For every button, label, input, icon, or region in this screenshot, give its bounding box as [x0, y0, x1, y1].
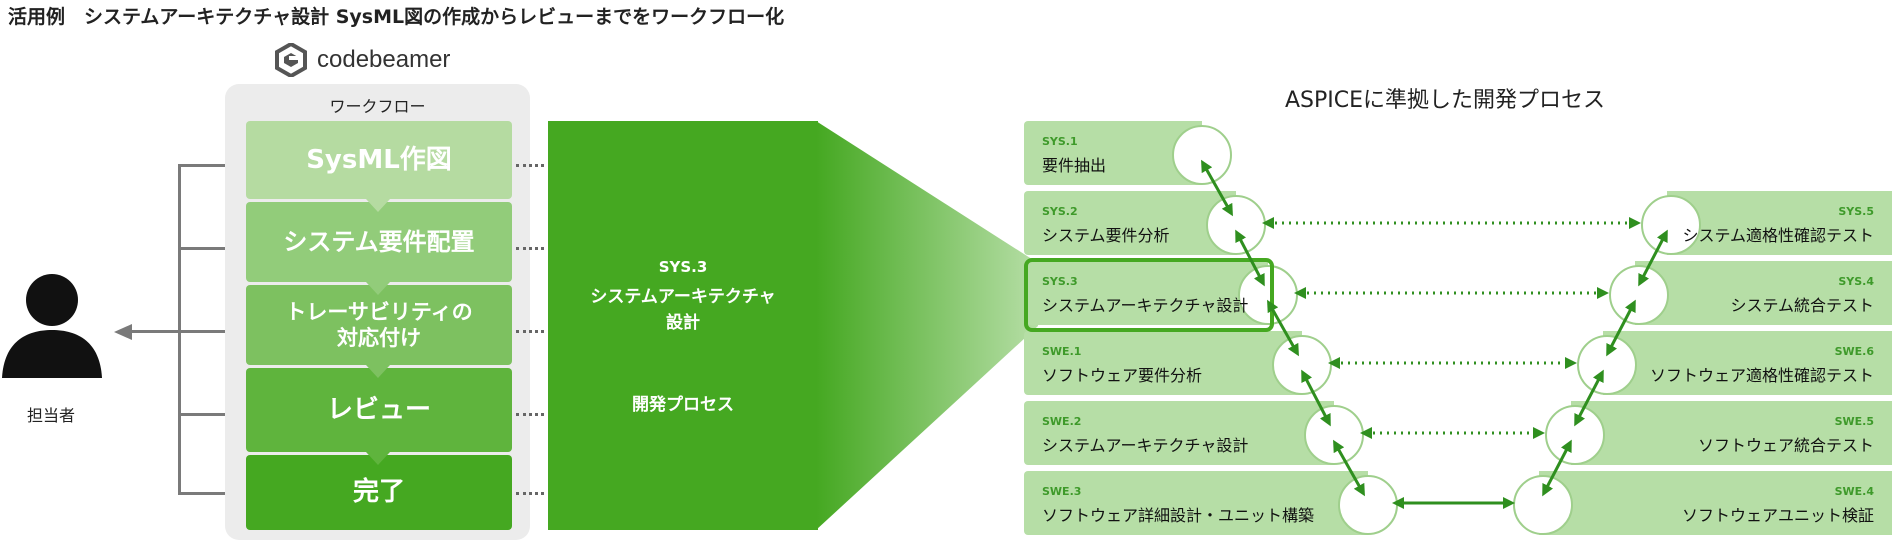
workflow-label: ワークフロー — [329, 97, 426, 116]
codebeamer-logo-icon — [275, 43, 307, 77]
process-row-right — [1667, 191, 1892, 255]
process-name: ソフトウェア要件分析 — [1042, 366, 1203, 385]
process-node — [1513, 475, 1573, 535]
bracket-tick-2 — [178, 247, 246, 250]
bracket-vertical — [178, 164, 181, 494]
aspice-title: ASPICEに準拠した開発プロセス — [1285, 88, 1606, 113]
process-row-right — [1539, 471, 1892, 535]
link-dots-2 — [516, 247, 544, 250]
process-code: SYS.4 — [1838, 275, 1874, 288]
process-name: システム適格性確認テスト — [1682, 226, 1874, 245]
step-arrow-2 — [366, 282, 390, 295]
step-arrow-4 — [366, 452, 390, 465]
workflow-step-sysml: SysML作図 — [246, 121, 512, 199]
codebeamer-logo: codebeamer — [275, 40, 535, 80]
process-row-right — [1635, 261, 1892, 325]
process-row-left — [1024, 261, 1268, 325]
process-node — [1545, 405, 1605, 465]
detail-category: 開発プロセス — [632, 395, 734, 415]
process-code: SYS.5 — [1838, 205, 1874, 218]
link-dots-1 — [516, 164, 544, 167]
process-name: システム要件分析 — [1042, 226, 1170, 245]
bracket-tick-1 — [178, 164, 246, 167]
step-label: レビュー — [326, 394, 431, 425]
step-arrow-1 — [366, 199, 390, 212]
process-name: システムアーキテクチャ設計 — [1042, 436, 1249, 455]
process-row-left — [1024, 401, 1334, 465]
process-code: SWE.5 — [1834, 415, 1874, 428]
process-row-right — [1603, 331, 1892, 395]
process-row-right — [1571, 401, 1892, 465]
process-code: SWE.1 — [1042, 345, 1082, 358]
process-row-left — [1024, 471, 1368, 535]
process-code: SYS.3 — [1042, 275, 1078, 288]
step-label: トレーサビリティの 対応付け — [285, 299, 473, 350]
arrow-left-icon — [114, 324, 132, 340]
zoom-funnel — [816, 121, 1038, 530]
process-code: SWE.4 — [1834, 485, 1874, 498]
process-node — [1609, 265, 1669, 325]
process-node — [1338, 475, 1398, 535]
process-code: SYS.2 — [1042, 205, 1078, 218]
bracket-tick-5 — [178, 492, 246, 495]
link-dots-3 — [516, 330, 544, 333]
process-code: SYS.1 — [1042, 135, 1078, 148]
person-label: 担当者 — [26, 406, 75, 425]
link-dots-4 — [516, 413, 544, 416]
process-name: ソフトウェア適格性確認テスト — [1649, 366, 1874, 385]
process-node — [1577, 335, 1637, 395]
process-code: SWE.6 — [1834, 345, 1874, 358]
selected-process-frame — [1024, 258, 1274, 332]
step-label: 完了 — [352, 477, 405, 508]
process-name: 要件抽出 — [1042, 156, 1107, 175]
process-name: ソフトウェア統合テスト — [1697, 436, 1874, 455]
bracket-tick-4 — [178, 413, 246, 416]
process-node — [1206, 195, 1266, 255]
step-label: SysML作図 — [306, 144, 452, 175]
person-arrow-line — [130, 330, 178, 333]
process-name: ソフトウェア詳細設計・ユニット構築 — [1042, 506, 1315, 525]
step-arrow-3 — [366, 365, 390, 378]
detail-code: SYS.3 — [658, 258, 708, 276]
logo-text: codebeamer — [317, 46, 451, 73]
link-dots-5 — [516, 492, 544, 495]
detail-box — [548, 121, 818, 530]
page-title: 活用例 システムアーキテクチャ設計 SysML図の作成からレビューまでをワークフ… — [8, 6, 785, 28]
process-node — [1272, 335, 1332, 395]
process-row-left — [1024, 331, 1302, 395]
process-code: SWE.2 — [1042, 415, 1082, 428]
person-icon — [2, 274, 102, 378]
process-name: システム統合テスト — [1730, 296, 1874, 315]
process-node — [1172, 125, 1232, 185]
process-code: SWE.3 — [1042, 485, 1082, 498]
step-label: システム要件配置 — [283, 228, 475, 256]
workflow-step-traceability: トレーサビリティの 対応付け — [246, 285, 512, 365]
detail-name: システムアーキテクチャ 設計 — [590, 287, 776, 333]
bracket-tick-3 — [178, 330, 246, 333]
workflow-step-review: レビュー — [246, 368, 512, 452]
process-name: システムアーキテクチャ設計 — [1042, 296, 1249, 315]
workflow-step-done: 完了 — [246, 455, 512, 530]
workflow-step-requirements: システム要件配置 — [246, 202, 512, 282]
process-name: ソフトウェアユニット検証 — [1681, 506, 1874, 525]
process-node — [1304, 405, 1364, 465]
process-row-left — [1024, 191, 1236, 255]
